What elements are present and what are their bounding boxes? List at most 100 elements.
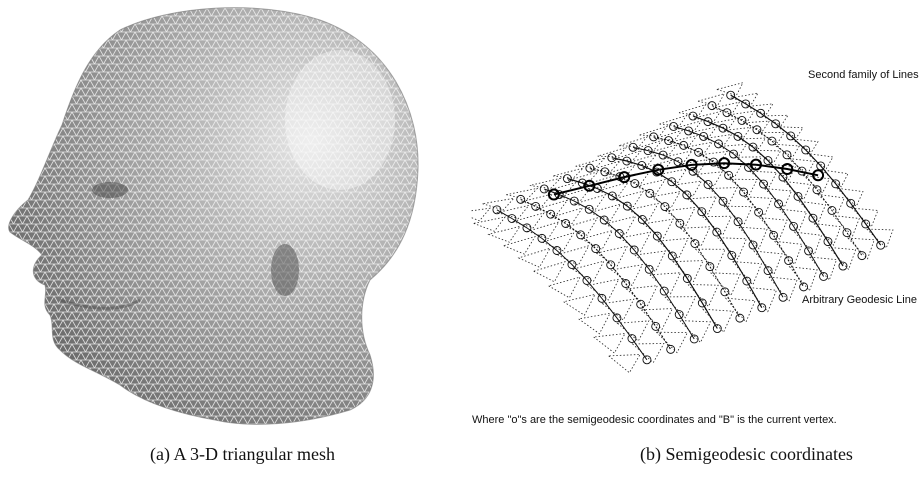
mesh-triangle (620, 232, 651, 252)
coordinate-marker (689, 112, 697, 120)
mesh-triangle (575, 195, 606, 210)
mesh-triangle (649, 145, 677, 155)
coordinate-marker (695, 148, 703, 156)
mesh-triangle (568, 172, 598, 183)
coordinate-marker (723, 109, 731, 117)
mesh-triangle (694, 111, 721, 121)
coordinate-line (497, 210, 647, 360)
coordinate-marker (758, 304, 766, 312)
mesh-triangle (650, 273, 681, 294)
mesh-triangle (675, 121, 702, 131)
mesh-triangle (513, 213, 544, 228)
mesh-triangle (536, 200, 567, 214)
mesh-triangle (660, 115, 687, 125)
mesh-triangle (598, 147, 627, 156)
mesh-triangle (598, 182, 628, 196)
mesh-triangle (628, 203, 658, 220)
coordinate-marker (540, 185, 548, 193)
coordinate-marker (631, 180, 639, 188)
mesh-triangle (590, 204, 621, 220)
mesh-triangle (670, 135, 698, 145)
mesh-triangle (594, 334, 625, 354)
mesh-triangle (521, 194, 552, 206)
mesh-triangle (628, 155, 657, 166)
head-mesh-image (0, 0, 430, 440)
mesh-triangle (679, 105, 706, 116)
coordinate-line (590, 168, 740, 318)
coordinate-marker (680, 141, 688, 149)
mesh-triangle (504, 237, 535, 255)
mesh-triangle (641, 309, 672, 330)
coordinate-marker (779, 293, 787, 301)
mesh-triangle (564, 294, 595, 315)
note-text: Where "o"s are the semigeodesic coordina… (472, 414, 837, 426)
mesh-triangle (673, 181, 702, 196)
head-mesh-panel: (a) A 3-D triangular mesh (0, 0, 430, 440)
mesh-triangle (640, 126, 668, 136)
coordinate-marker (517, 195, 525, 203)
coordinate-marker (646, 189, 654, 197)
mesh-triangle (551, 208, 582, 224)
label-geodesic-line: Arbitrary Geodesic Line (802, 294, 917, 306)
coordinate-marker (843, 229, 851, 237)
mesh-triangle (528, 222, 559, 239)
mesh-triangle (489, 226, 520, 242)
mesh-triangle (656, 332, 687, 352)
mesh-triangle (549, 277, 580, 298)
mesh-triangle (588, 279, 619, 300)
coordinate-marker (727, 91, 735, 99)
head-highlight (285, 50, 395, 190)
coordinate-marker (586, 164, 594, 172)
coordinate-marker (783, 151, 791, 159)
mesh-triangle (619, 137, 647, 147)
coordinate-line (521, 199, 671, 349)
mesh-triangle (690, 127, 717, 137)
coordinate-marker (770, 231, 778, 239)
coordinate-line (712, 106, 862, 256)
mesh-triangle (666, 207, 695, 225)
mesh-triangle (626, 286, 657, 307)
semigeodesic-diagram: Second family of Lines Arbitrary Geodesi… (470, 0, 919, 440)
coordinate-marker (670, 122, 678, 130)
coordinate-marker (652, 322, 660, 330)
ear-shape (271, 244, 299, 296)
label-second-family: Second family of Lines (808, 69, 919, 81)
mesh-triangle (498, 205, 529, 218)
mesh-triangle (698, 94, 724, 106)
mesh-triangle (566, 218, 597, 235)
caption-a: (a) A 3-D triangular mesh (150, 444, 335, 465)
coordinate-marker (562, 220, 570, 228)
mesh-triangle (611, 265, 642, 286)
mesh-triangle (534, 262, 565, 282)
coordinate-marker (667, 345, 675, 353)
mesh-triangle (576, 158, 605, 168)
mesh-triangle (651, 192, 680, 208)
mesh-triangle (579, 313, 610, 333)
surface-mesh (470, 83, 893, 373)
mesh-triangle (543, 233, 574, 251)
mesh-triangle (717, 83, 743, 96)
coordinate-marker (708, 102, 716, 110)
coordinate-marker (592, 245, 600, 253)
mesh-triangle (658, 238, 688, 258)
mesh-triangle (474, 217, 505, 231)
semigeodesic-panel: Second family of Lines Arbitrary Geodesi… (470, 0, 919, 440)
mesh-triangle (609, 354, 640, 372)
coordinate-line (567, 179, 717, 329)
coordinate-marker (706, 263, 714, 271)
mesh-triangle (519, 248, 550, 267)
coordinate-marker (643, 356, 651, 364)
mesh-triangle (553, 168, 583, 178)
eye-shape (92, 182, 128, 198)
mesh-triangle (643, 219, 673, 238)
mesh-triangle (470, 208, 490, 221)
mesh-triangle (635, 251, 666, 272)
mesh-triangle (848, 238, 874, 259)
mesh-triangle (605, 216, 636, 234)
mesh-triangle (603, 299, 634, 320)
coordinate-marker (577, 231, 585, 239)
mesh-triangle (506, 188, 537, 199)
coordinate-marker (858, 252, 866, 260)
mesh-triangle (530, 178, 561, 188)
mesh-triangle (833, 216, 859, 236)
